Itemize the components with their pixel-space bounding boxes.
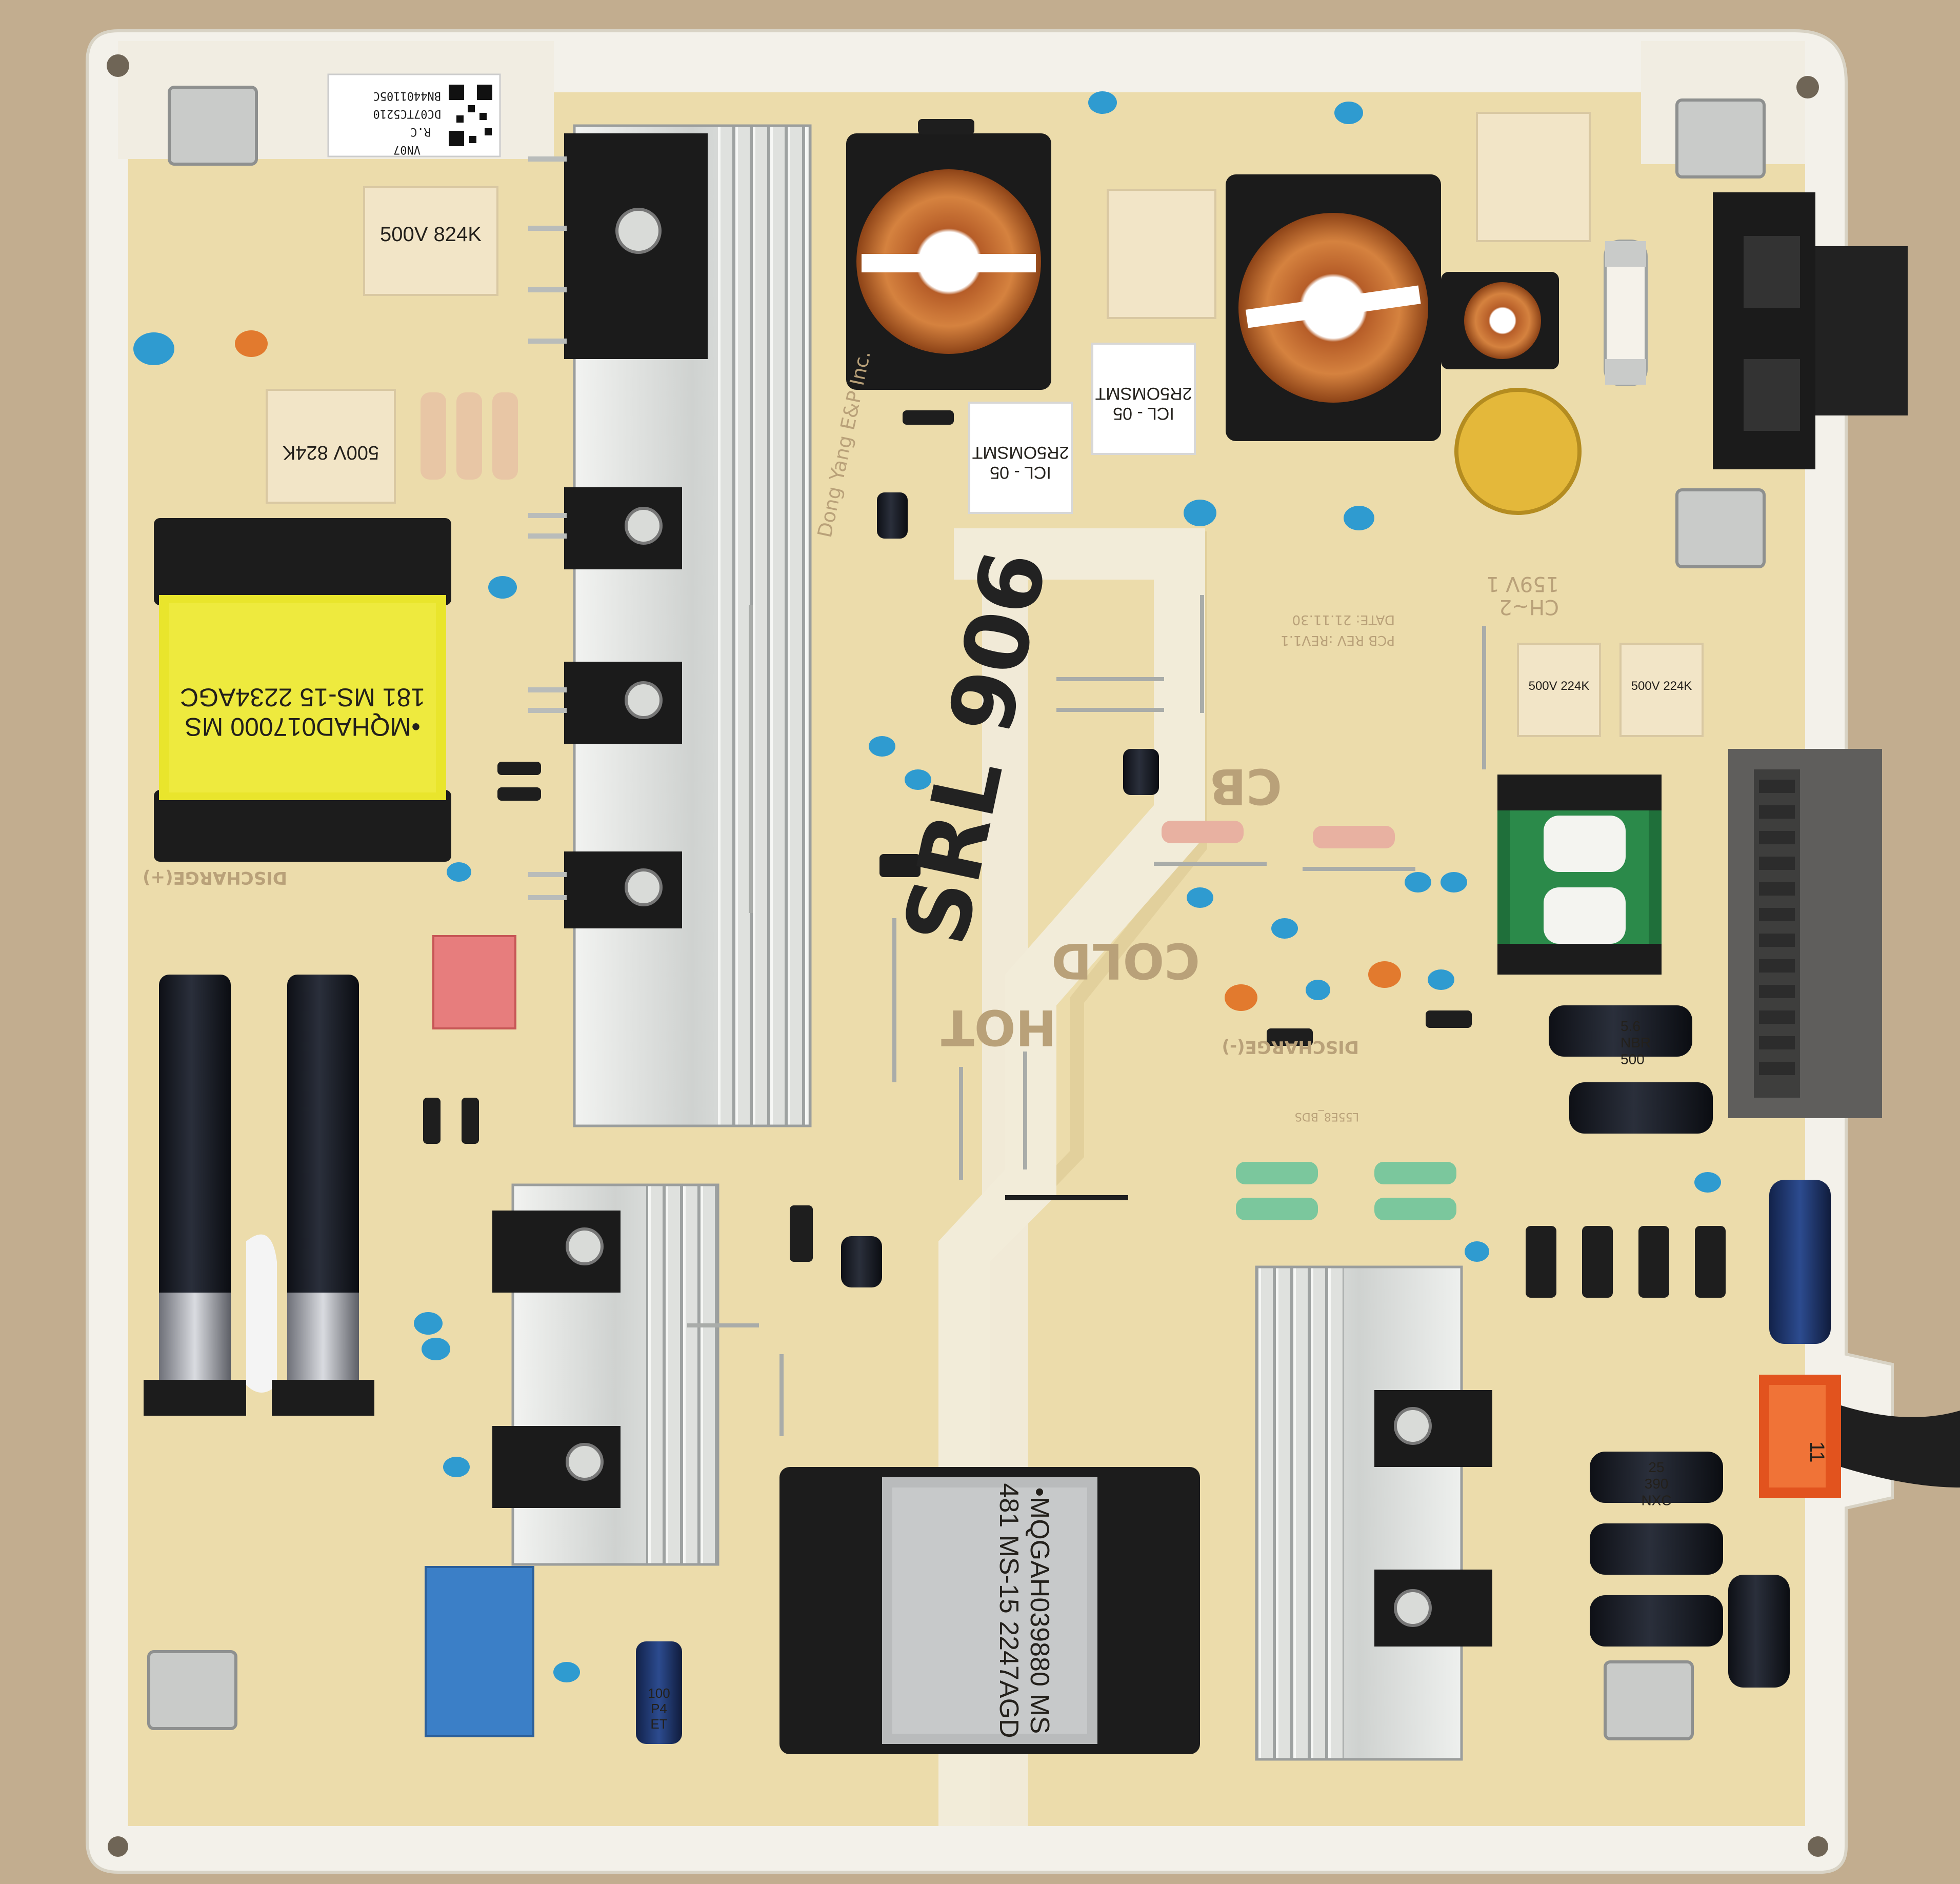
sticker-line-2: DC07TC5210: [373, 107, 441, 120]
mount-clips: [147, 86, 1766, 1740]
silk-model: 159V 1: [1486, 572, 1559, 596]
silk-cb: CB: [1209, 758, 1282, 814]
sticker-line-3: R.C: [410, 125, 431, 138]
silk-date: DATE: 21.11.30: [1292, 612, 1395, 627]
film-cap-right-2-label: 500V 224K: [1631, 679, 1692, 693]
silk-pcb-rev: PCB REV :REV1.1: [1281, 632, 1395, 648]
output-transformer-label: •MQGAH039880 MS481 MS-15 2247AGD: [994, 1483, 1054, 1738]
mount-hole: [108, 1836, 128, 1857]
orange-ceramic-capacitors: [235, 330, 1401, 1011]
qr-sticker: BN4401105C DC07TC5210 R.C VN07: [327, 73, 501, 157]
orange-connector-label: 11: [1806, 1441, 1828, 1463]
sticker-line-4: VN07: [393, 143, 421, 156]
svg-text:ICL - 052R5OMSMT: ICL - 052R5OMSMT: [972, 443, 1069, 482]
blue-x-capacitor: [425, 1566, 534, 1737]
icl-2-label: ICL - 052R5OMSMT: [1095, 384, 1192, 423]
orange-connector: 11: [1759, 1375, 1960, 1498]
power-transistors: [528, 133, 708, 928]
icl-1-label: ICL - 052R5OMSMT: [972, 443, 1069, 482]
film-cap-left-label: 500V 824K: [283, 442, 379, 463]
mount-hole: [1808, 1836, 1828, 1857]
silk-cold: COLD: [1051, 932, 1200, 988]
mount-hole: [1796, 76, 1819, 98]
svg-text:ICL - 052R5OMSMT: ICL - 052R5OMSMT: [1095, 384, 1192, 423]
isolation-zone: [938, 528, 1205, 1826]
red-film-capacitor: [432, 935, 516, 1029]
silk-ch: CH~2: [1499, 595, 1559, 619]
icl-resistors: ICL - 052R5OMSMT ICL - 052R5OMSMT: [968, 343, 1196, 514]
bulk-capacitors: [144, 975, 374, 1416]
silk-version: L55E8_BDS: [1295, 1110, 1359, 1123]
heatsink-lower-right: [1255, 1265, 1492, 1761]
svg-text:•MQGAH039880 MS481 MS-15 224: •MQGAH039880 MS481 MS-15 2247AGD: [994, 1483, 1054, 1738]
heatsink-lower-left: [492, 1183, 719, 1566]
silk-discharge: DISCHARGE(-): [1222, 1037, 1359, 1057]
main-transformer-label: •MQHAD017000 MS181 MS-15 2234AGC: [180, 683, 425, 742]
mount-hole: [107, 54, 129, 77]
main-transformer: •MQHAD017000 MS181 MS-15 2234AGC: [154, 518, 451, 862]
varistor: [1454, 388, 1582, 515]
silk-discharge-plus: DISCHARGE(+): [143, 867, 287, 888]
fuse: [1604, 240, 1648, 386]
film-capacitors: 500V 824K 500V 824K 500V 224K 500V 224K: [266, 112, 1704, 737]
ceramic-capacitors: [133, 91, 1721, 1682]
ac-input-connector: [1713, 192, 1908, 469]
aux-transformer: [1497, 775, 1662, 975]
silk-hot: HOT: [941, 999, 1056, 1055]
small-choke: [1441, 272, 1559, 369]
output-header: [1728, 749, 1882, 1118]
film-cap-right-1-label: 500V 224K: [1529, 679, 1590, 693]
component-leads: [687, 595, 1486, 1436]
sticker-line-1: BN4401105C: [373, 89, 441, 102]
svg-text:•MQHAD017000 MS181 MS-15 22: •MQHAD017000 MS181 MS-15 2234AGC: [180, 683, 425, 742]
diodes: [423, 119, 1726, 1298]
film-cap-top-label: 500V 824K: [380, 223, 482, 246]
common-mode-chokes: [846, 133, 1441, 441]
resistors: [421, 392, 1456, 1220]
output-transformer: •MQGAH039880 MS481 MS-15 2247AGD: [779, 1467, 1200, 1754]
